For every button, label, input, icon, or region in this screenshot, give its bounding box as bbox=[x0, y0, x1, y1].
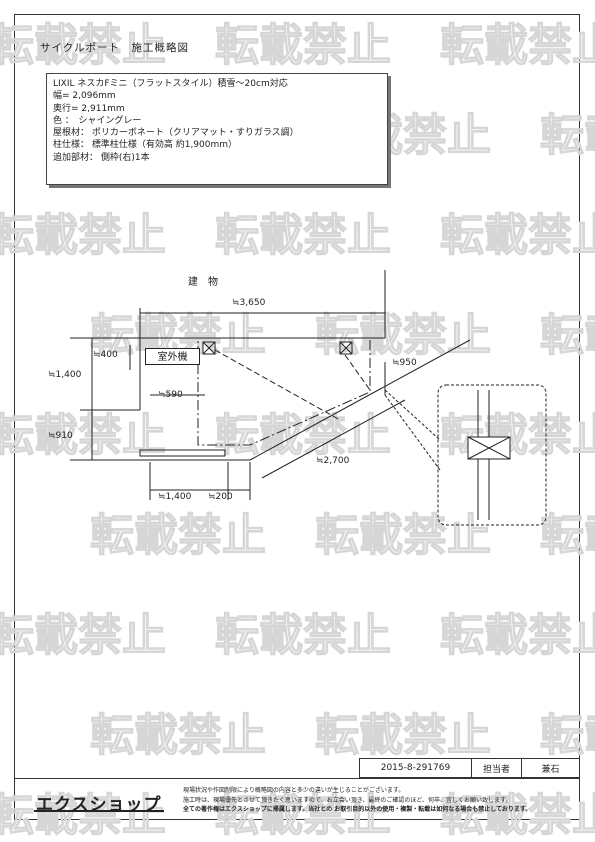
spec-depth: 奥行= 2,911mm bbox=[53, 103, 125, 114]
dim-1400-vertical-label: ≒1,400 bbox=[48, 370, 82, 380]
road-boundary-diagonal bbox=[249, 339, 471, 461]
footer-divider bbox=[14, 778, 580, 779]
title-block: 2015-8-291769 担当者 兼石 bbox=[359, 758, 580, 778]
dim-1400-horizontal-label: ≒1,400 bbox=[158, 492, 192, 502]
detail-pillar-x2 bbox=[467, 436, 511, 460]
dim-400-label: ≒400 bbox=[93, 350, 118, 360]
spec-pillar: 柱仕様： 標準柱仕様（有効高 約1,900mm） bbox=[53, 140, 238, 151]
building-label: 建 物 bbox=[188, 277, 218, 288]
spec-color: 色 ： シャイングレー bbox=[53, 115, 142, 126]
pillar-right bbox=[339, 341, 353, 355]
dim-590-label: ≒590 bbox=[158, 390, 183, 400]
footer-note-2: 施工時は、現場優先とさせて頂きたく思いますので、お立会い頂き、最終のご確認のほど… bbox=[183, 796, 512, 804]
dim-200-label: ≒200 bbox=[208, 492, 233, 502]
spec-extra: 追加部材： 側枠(右)1本 bbox=[53, 152, 150, 163]
detail-view-frame bbox=[437, 384, 547, 526]
drawing-number: 2015-8-291769 bbox=[360, 759, 472, 777]
brand-name: エクスショップ bbox=[36, 795, 162, 815]
dim-910-label: ≒910 bbox=[48, 431, 73, 441]
spec-roof: 屋根材： ポリカーボネート（クリアマット・すりガラス調） bbox=[53, 128, 299, 139]
outdoor-unit-box: 室外機 bbox=[145, 348, 200, 365]
spec-width: 幅= 2,096mm bbox=[53, 91, 116, 102]
pillar-left bbox=[202, 341, 216, 355]
staff-label: 担当者 bbox=[472, 759, 523, 777]
roof-diagonal-1 bbox=[214, 349, 341, 421]
footer-notes: 現場状況や作図制限により概略図の内容と多少の違いが生じることがございます。 施工… bbox=[183, 786, 531, 815]
dim-950-label: ≒950 bbox=[392, 358, 417, 368]
footer-note-1: 現場状況や作図制限により概略図の内容と多少の違いが生じることがございます。 bbox=[183, 787, 405, 794]
spec-product: LIXIL ネスカFミニ（フラットスタイル）積雪～20cm対応 bbox=[53, 79, 288, 89]
footer-note-3: 全ての著作権はエクスショップに帰属します。当社との お取引目的以外の使用・複製・… bbox=[183, 806, 532, 813]
pillar-left-x2 bbox=[202, 341, 216, 355]
pillar-right-x2 bbox=[339, 341, 353, 355]
spec-box: LIXIL ネスカFミニ（フラットスタイル）積雪～20cm対応 幅= 2,096… bbox=[46, 73, 388, 185]
drawing-sheet-border bbox=[14, 14, 580, 820]
dim-2700-label: ≒2,700 bbox=[316, 456, 350, 466]
brand-logo: エクスショップ bbox=[34, 790, 164, 815]
dim-3650-label: ≒3,650 bbox=[232, 298, 266, 308]
page-title: サイクルポート 施工概略図 bbox=[40, 42, 189, 54]
callout-line-2 bbox=[384, 394, 441, 471]
gate-post bbox=[139, 449, 226, 457]
dim-2700-line bbox=[261, 399, 406, 479]
roof-diagonal-2 bbox=[344, 354, 371, 391]
staff-name: 兼石 bbox=[541, 764, 560, 775]
brand-underline bbox=[34, 810, 164, 812]
carport-roof-outline bbox=[197, 337, 371, 446]
callout-line-1 bbox=[384, 389, 441, 441]
